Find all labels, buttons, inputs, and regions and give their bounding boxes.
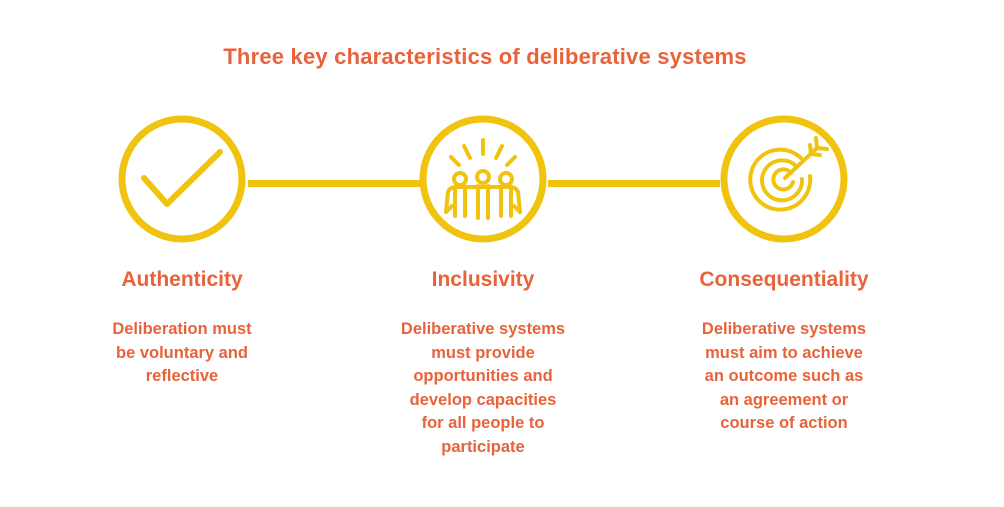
description-line: must aim to achieve bbox=[705, 343, 863, 362]
authenticity-heading: Authenticity bbox=[121, 268, 243, 291]
description-line: Deliberative systems bbox=[701, 320, 867, 338]
description-line: reflective bbox=[145, 367, 219, 385]
description-line: opportunities and bbox=[413, 367, 553, 385]
connector-line-1 bbox=[248, 180, 420, 187]
description-line: Deliberation must bbox=[112, 320, 252, 338]
description-line: an outcome such as bbox=[704, 367, 864, 385]
checkmark-icon bbox=[118, 115, 246, 243]
consequentiality-circle bbox=[719, 114, 849, 244]
description-line: participate bbox=[441, 437, 525, 456]
description-line: must provide bbox=[431, 343, 535, 362]
people-group-icon bbox=[419, 115, 547, 243]
inclusivity-description: Deliberative systems must provide opport… bbox=[368, 318, 598, 459]
consequentiality-heading: Consequentiality bbox=[699, 268, 869, 291]
description-line: course of action bbox=[720, 414, 848, 432]
diagram-title: Three key characteristics of deliberativ… bbox=[223, 44, 747, 69]
target-icon bbox=[720, 115, 848, 243]
authenticity-circle bbox=[117, 114, 247, 244]
inclusivity-heading: Inclusivity bbox=[431, 268, 535, 291]
description-line: an agreement or bbox=[719, 390, 849, 409]
description-line: Deliberative systems bbox=[400, 320, 566, 338]
description-line: be voluntary and bbox=[115, 343, 249, 362]
description-line: develop capacities bbox=[409, 390, 557, 409]
authenticity-description: Deliberation must be voluntary and refle… bbox=[67, 318, 297, 389]
inclusivity-circle bbox=[418, 114, 548, 244]
description-line: for all people to bbox=[421, 414, 545, 432]
connector-line-2 bbox=[548, 180, 720, 187]
consequentiality-description: Deliberative systems must aim to achieve… bbox=[669, 318, 899, 436]
